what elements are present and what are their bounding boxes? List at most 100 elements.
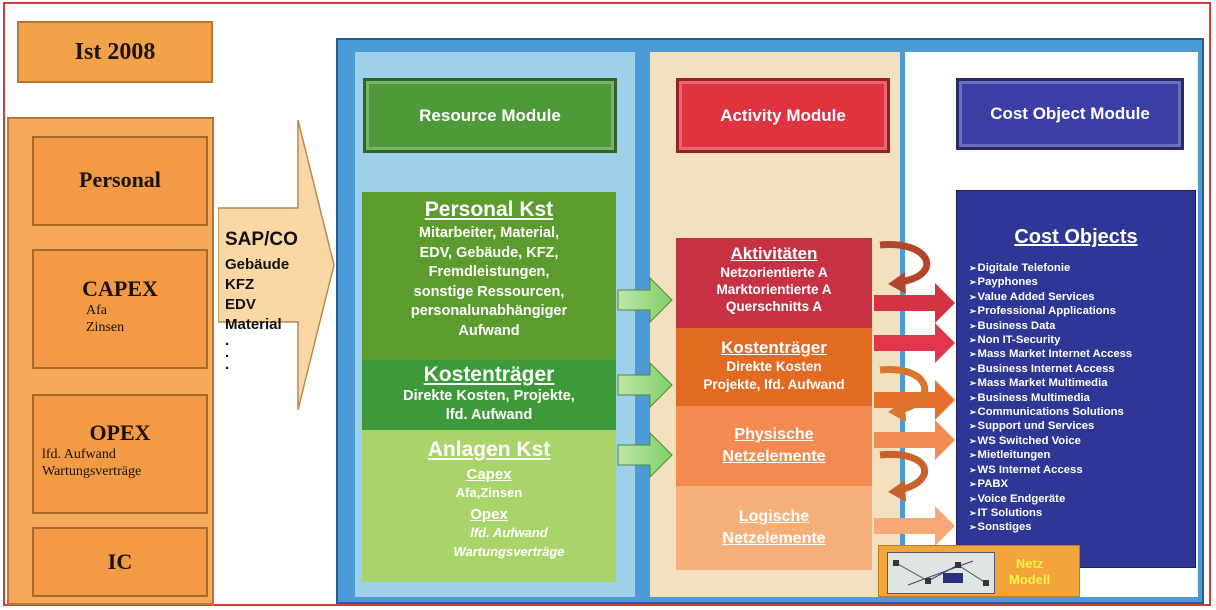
capex-label: CAPEX [82, 276, 158, 301]
ic-label: IC [107, 549, 133, 574]
sap-item: EDV [225, 296, 256, 313]
logische-line: Netzelemente [722, 530, 826, 547]
red-arrow [874, 323, 955, 363]
kostentraeger-resource-line: lfd. Aufwand [445, 407, 533, 423]
opex-box: OPEX lfd. Aufwand Wartungsverträge [32, 394, 208, 514]
personal-kst-line: EDV, Gebäude, KFZ, [419, 244, 559, 261]
anlagen-capex-label: Capex [466, 466, 512, 483]
cost-object-item: Communications Solutions [969, 405, 1195, 419]
cost-object-item: Digitale Telefonie [969, 261, 1195, 275]
personal-kst-line: personalunabhängiger [410, 303, 568, 319]
cost-objects-list: Digitale Telefonie Payphones Value Added… [957, 261, 1195, 535]
kostentraeger-resource-line: Direkte Kosten, Projekte, [403, 388, 575, 404]
cost-object-item: Mass Market Internet Access [969, 347, 1195, 361]
physische-line: Physische [734, 426, 814, 443]
loop-arrow [879, 450, 929, 494]
green-arrow [617, 431, 673, 479]
network-sketch-icon [893, 560, 989, 586]
logische-line: Logische [738, 508, 810, 525]
sap-item: . [225, 344, 230, 361]
orange-arrow [874, 506, 955, 546]
network-diagram-image [887, 552, 995, 594]
activity-module-header: Activity Module [676, 78, 890, 153]
kostentraeger-activity-box: Kostenträger Direkte Kosten Projekte, lf… [676, 328, 872, 406]
loop-arrow [879, 366, 929, 414]
cost-object-item: Mass Market Multimedia [969, 376, 1195, 390]
cost-object-item: PABX [969, 477, 1195, 491]
cost-object-item: WS Internet Access [969, 463, 1195, 477]
capex-box: CAPEX Afa Zinsen [32, 249, 208, 369]
red-arrow [874, 283, 955, 323]
cost-object-item: Business Multimedia [969, 391, 1195, 405]
ist-title: Ist 2008 [74, 39, 156, 65]
sap-co-title: SAP/CO [225, 229, 298, 250]
opex-line: Wartungsverträge [42, 464, 142, 479]
netz-modell-line: Netz [1015, 556, 1044, 571]
cost-object-item: Sonstiges [969, 520, 1195, 534]
anlagen-kst-title: Anlagen Kst [427, 438, 551, 461]
anlagen-opex-line: lfd. Aufwand [470, 525, 548, 540]
cost-type-column: Personal CAPEX Afa Zinsen OPEX lfd. Aufw… [7, 117, 214, 605]
aktivitaeten-box: Aktivitäten Netzorientierte A Marktorien… [676, 238, 872, 328]
loop-arrowhead [888, 272, 906, 294]
kostentraeger-activity-line: Projekte, lfd. Aufwand [703, 377, 845, 392]
kostentraeger-resource-title: Kostenträger [423, 363, 555, 386]
physische-netzelemente-box: Physische Netzelemente [676, 406, 872, 486]
cost-object-item: Professional Applications [969, 304, 1195, 318]
cost-object-item: Voice Endgeräte [969, 492, 1195, 506]
anlagen-opex-line: Wartungsverträge [453, 544, 565, 559]
anlagen-kst-box: Anlagen Kst Capex Afa,Zinsen Opex lfd. A… [362, 430, 616, 582]
capex-line: Afa [86, 303, 107, 318]
cost-object-item: Support und Services [969, 419, 1195, 433]
cost-object-item: Business Internet Access [969, 362, 1195, 376]
outer-frame [3, 2, 1211, 606]
cost-object-item: Payphones [969, 275, 1195, 289]
cost-object-item: Non IT-Security [969, 333, 1195, 347]
sap-item: Material [225, 316, 282, 333]
personal-kst-line: Fremdleistungen, [428, 264, 550, 280]
sap-co-block: SAP/CO Gebäude KFZ EDV Material . . . [225, 229, 298, 373]
aktivitaeten-title: Aktivitäten [730, 244, 818, 263]
cost-object-item: IT Solutions [969, 506, 1195, 520]
sap-item: Gebäude [225, 256, 290, 273]
netz-modell-box: Netz Modell [878, 545, 1080, 597]
ic-box: IC [32, 527, 208, 597]
loop-arrowhead [888, 480, 906, 502]
aktivitaeten-line: Netzorientierte A [720, 265, 828, 280]
netz-modell-label: Netz Modell [1009, 556, 1050, 588]
green-arrow [617, 276, 673, 324]
anlagen-capex-text: Afa,Zinsen [455, 485, 523, 500]
personal-box: Personal [32, 136, 208, 226]
personal-kst-line: Aufwand [458, 322, 520, 339]
sap-co-arrow [218, 120, 335, 410]
aktivitaeten-line: Marktorientierte A [716, 282, 832, 297]
personal-label: Personal [79, 167, 161, 192]
cost-object-item: WS Switched Voice [969, 434, 1195, 448]
personal-kst-line: Mitarbeiter, Material, [418, 225, 560, 241]
cost-object-module-header: Cost Object Module [956, 78, 1184, 150]
loop-arrowhead [888, 400, 906, 422]
ist-2008-box: Ist 2008 [17, 21, 213, 83]
opex-line: lfd. Aufwand [42, 447, 116, 462]
anlagen-opex-label: Opex [470, 506, 508, 523]
aktivitaeten-line: Querschnitts A [725, 299, 823, 314]
resource-module-header: Resource Module [363, 78, 617, 153]
physische-line: Netzelemente [722, 448, 826, 465]
personal-kst-line: sonstige Ressourcen, [413, 283, 565, 300]
cost-objects-title: Cost Objects [1014, 226, 1138, 248]
kostentraeger-activity-line: Direkte Kosten [726, 359, 822, 374]
sap-item: KFZ [225, 276, 255, 293]
opex-label: OPEX [89, 420, 151, 445]
green-arrow [617, 361, 673, 409]
cost-object-item: Business Data [969, 319, 1195, 333]
sap-item: . [225, 356, 230, 373]
personal-kst-title: Personal Kst [424, 198, 554, 221]
netz-modell-line: Modell [1009, 572, 1051, 587]
kostentraeger-resource-box: Kostenträger Direkte Kosten, Projekte, l… [362, 360, 616, 430]
cost-object-item: Value Added Services [969, 290, 1195, 304]
loop-arrow [879, 241, 931, 286]
orange-arrow [874, 420, 955, 460]
logische-netzelemente-box: Logische Netzelemente [676, 486, 872, 570]
sap-item: . [225, 332, 230, 349]
